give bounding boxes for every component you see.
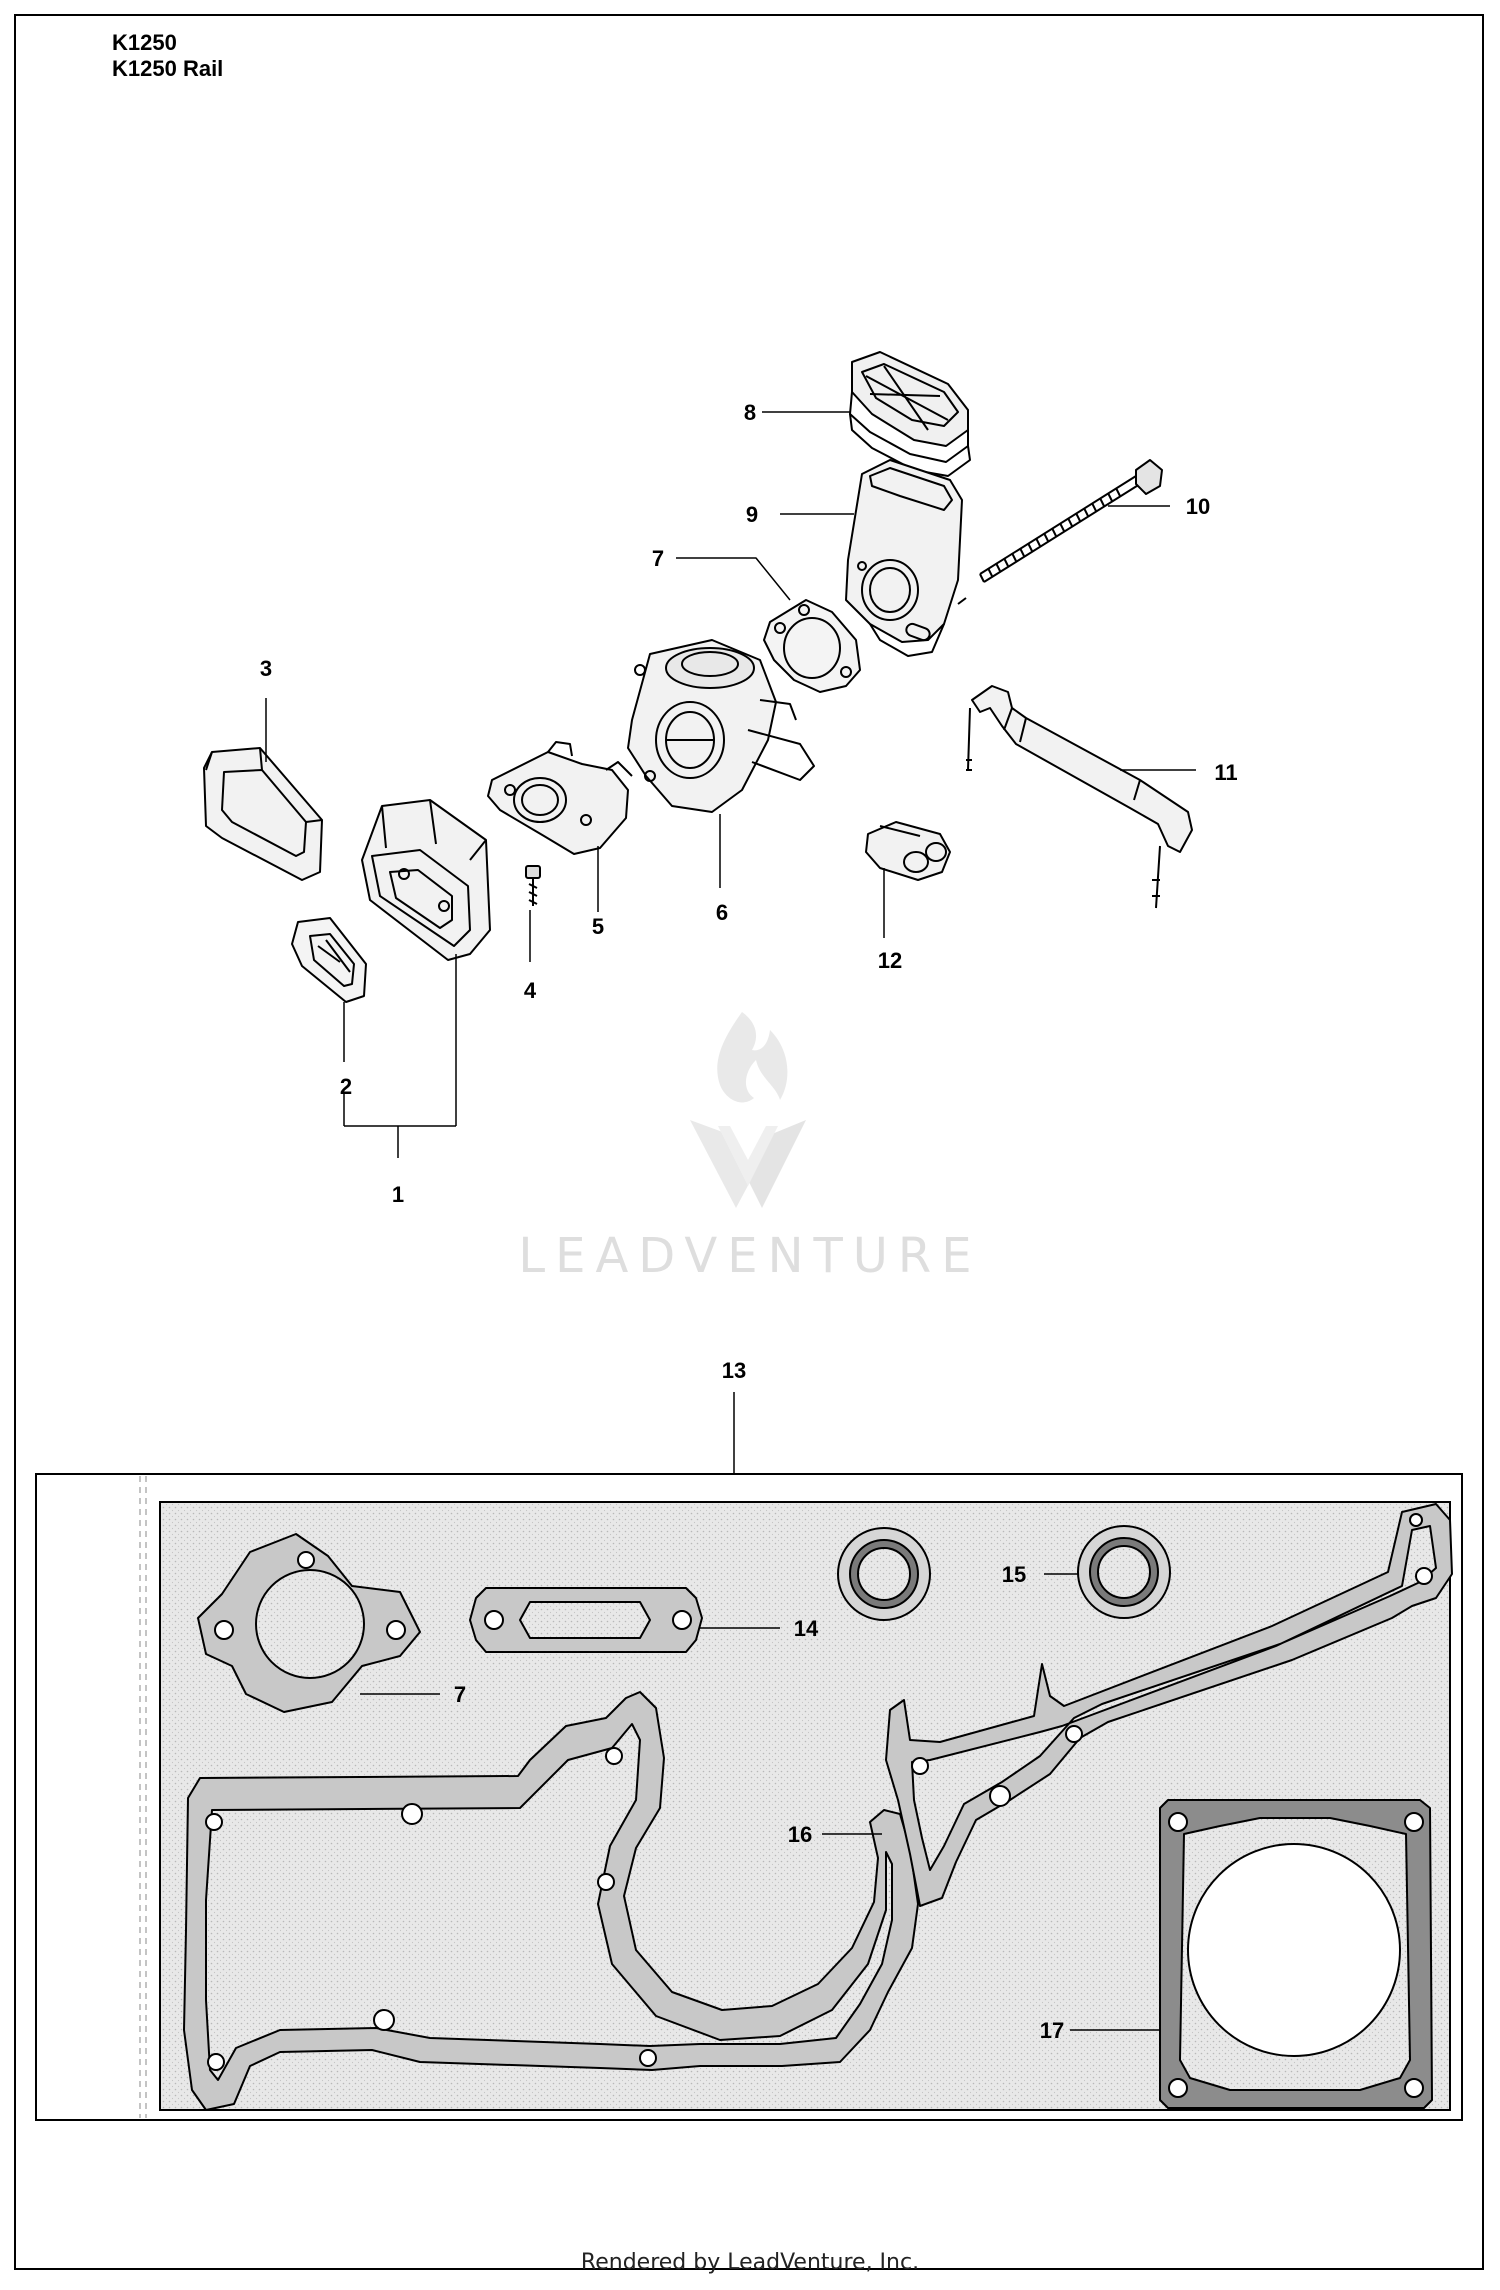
model-title-primary: K1250: [112, 30, 177, 55]
callout-7-upper: 7: [652, 546, 664, 571]
leader-lines-upper: [265, 411, 1196, 1158]
callout-1: 1: [392, 1182, 404, 1207]
callout-4: 4: [524, 978, 537, 1003]
callout-12: 12: [878, 948, 902, 973]
callout-2: 2: [340, 1074, 352, 1099]
rendered-by-footer: Rendered by LeadVenture, Inc.: [580, 2250, 920, 2275]
leader-lines-kit: [360, 1573, 1160, 2031]
model-title-secondary: K1250 Rail: [112, 56, 224, 81]
part-17-cylinder-gasket: [1159, 1799, 1433, 2109]
callout-5: 5: [592, 914, 604, 939]
part-11-rail-bracket: [966, 685, 1193, 909]
part-14-rect-gasket: [469, 1587, 703, 1653]
part-12-connector-sleeve: [865, 821, 951, 881]
callout-11: 11: [1214, 760, 1237, 785]
part-15-oil-seal-b: [1077, 1525, 1171, 1619]
callout-15: 15: [1002, 1562, 1026, 1587]
callout-7-kit: 7: [454, 1682, 466, 1707]
part-15-oil-seal-a: [837, 1527, 931, 1621]
callout-6: 6: [716, 900, 728, 925]
callout-9: 9: [746, 502, 758, 527]
part-16-crankcase-gasket-left: [183, 1691, 919, 2111]
part-6-carburetor: [627, 639, 815, 813]
callout-8: 8: [744, 400, 756, 425]
part-7-carb-gasket: [763, 599, 861, 693]
callout-13: 13: [722, 1358, 746, 1383]
callout-3: 3: [260, 656, 272, 681]
part-9-filter-housing: [845, 459, 963, 657]
callout-10: 10: [1186, 494, 1210, 519]
part-2-manifold-gasket: [291, 917, 367, 1003]
callout-16: 16: [788, 1822, 812, 1847]
part-4-screw: [525, 865, 541, 906]
watermark-brand-text: LEADVENTURE: [518, 1228, 982, 1284]
part-3-filter-frame: [203, 747, 323, 881]
callout-17: 17: [1040, 2018, 1064, 2043]
diagram-frame: [14, 14, 1484, 2270]
part-16-crankcase-gasket-right: [885, 1503, 1453, 1907]
callout-14: 14: [794, 1616, 819, 1641]
leadventure-watermark-logo: [690, 1012, 806, 1208]
part-5-throttle-adapter: [487, 741, 633, 855]
part-10-long-bolt: [957, 459, 1163, 605]
part-8-filter-element: [849, 351, 971, 477]
part-7-carb-gasket-kit: [197, 1533, 421, 1713]
part-1-intake-manifold: [361, 799, 491, 961]
